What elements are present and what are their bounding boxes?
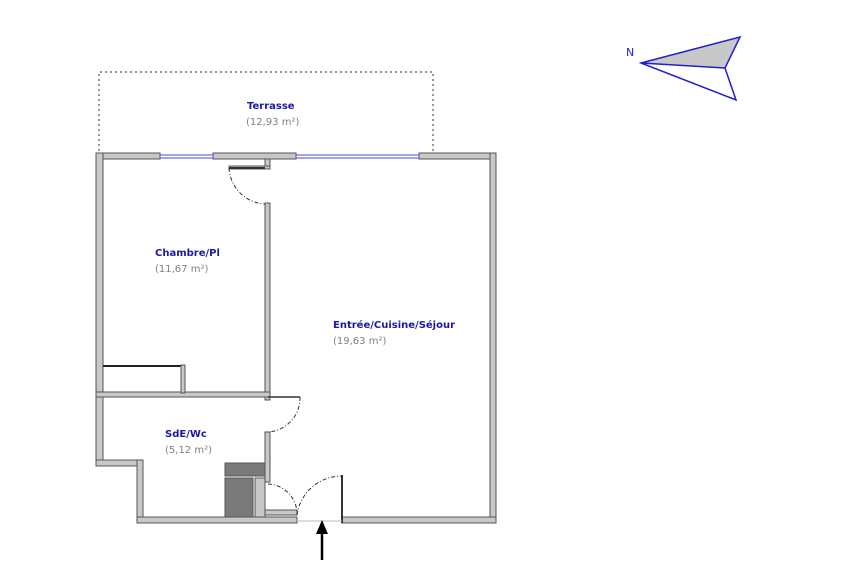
compass-icon: [638, 35, 742, 102]
compass-north-label: N: [626, 46, 635, 59]
wall-bottom-left: [136, 516, 298, 524]
room-area: (12,93 m²): [246, 117, 300, 128]
wall-interior-bedroom: [264, 202, 271, 397]
room-name: Entrée/Cuisine/Séjour: [333, 320, 456, 331]
room-name: SdE/Wc: [165, 429, 207, 440]
door-entry-swing: [296, 475, 343, 516]
room-sde: SdE/Wc (5,12 m²): [165, 428, 212, 458]
duct-frame: [254, 477, 266, 518]
room-terrasse: Terrasse (12,93 m²): [246, 100, 300, 130]
room-chambre: Chambre/Pl (11,67 m²): [155, 247, 220, 277]
duct-main: [224, 477, 254, 518]
room-name: Chambre/Pl: [155, 248, 220, 259]
wall-small: [264, 509, 298, 516]
wall-left: [95, 152, 104, 466]
window-bedroom: [159, 154, 214, 159]
room-sejour: Entrée/Cuisine/Séjour (19,63 m²): [333, 319, 455, 349]
room-name: Terrasse: [247, 101, 295, 112]
wall-left-lower: [136, 459, 144, 524]
closet-wall: [180, 364, 186, 394]
wall-top-mid: [212, 152, 297, 160]
door-closet-swing: [267, 483, 298, 516]
duct-top: [224, 462, 266, 477]
wall-bath-upper: [264, 396, 271, 401]
wall-bottom-right: [341, 516, 497, 524]
door-bath-swing: [267, 396, 301, 433]
wall-top-left: [95, 152, 161, 160]
room-area: (5,12 m²): [165, 445, 212, 456]
terrace-outline: [98, 71, 434, 156]
room-area: (19,63 m²): [333, 336, 387, 347]
wall-left-step: [95, 459, 144, 467]
room-area: (11,67 m²): [155, 264, 209, 275]
wall-right: [489, 152, 497, 524]
door-bedroom-swing: [228, 167, 266, 205]
entry-arrow-icon: [316, 520, 328, 560]
wall-bath-lower: [264, 431, 271, 483]
wall-top-right: [418, 152, 497, 160]
window-living: [295, 154, 420, 159]
